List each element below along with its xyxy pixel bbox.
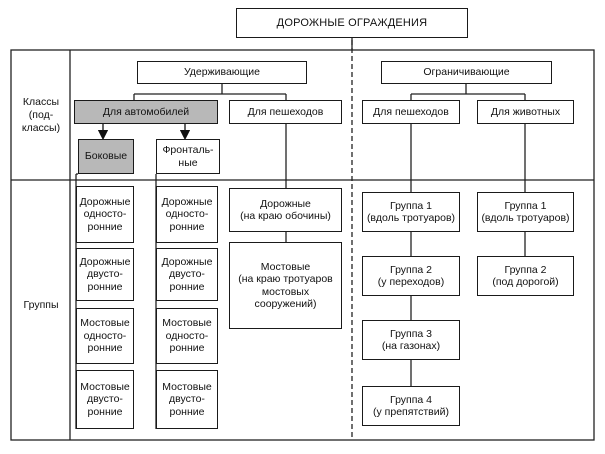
group-side-3: Мостовые односто- ронние xyxy=(76,308,134,364)
diagram-title: ДОРОЖНЫЕ ОГРАЖДЕНИЯ xyxy=(236,8,468,38)
group-frontal-1: Дорожные односто- ронние xyxy=(156,186,218,243)
subclass-for-cars: Для автомобилей xyxy=(74,100,218,124)
subclass-for-animals: Для животных xyxy=(477,100,574,124)
outer-frame xyxy=(10,49,595,441)
category-limiting: Ограничивающие xyxy=(381,61,552,84)
group-animals-1: Группа 1 (вдоль тротуаров) xyxy=(477,192,574,232)
category-restraining: Удерживающие xyxy=(137,61,307,84)
row-label-classes: Классы (под- классы) xyxy=(21,96,61,134)
group-frontal-3: Мостовые односто- ронние xyxy=(156,308,218,364)
group-animals-2: Группа 2 (под дорогой) xyxy=(477,256,574,296)
subclass-side: Боковые xyxy=(78,139,134,174)
group-frontal-2: Дорожные двусто- ронние xyxy=(156,248,218,301)
group-frontal-4: Мостовые двусто- ронние xyxy=(156,370,218,429)
group-pedestrians-restraining-1: Дорожные (на краю обочины) xyxy=(229,188,342,232)
group-side-2: Дорожные двусто- ронние xyxy=(76,248,134,301)
group-side-4: Мостовые двусто- ронние xyxy=(76,370,134,429)
group-pedestrians-limiting-3: Группа 3 (на газонах) xyxy=(362,320,460,360)
row-label-groups: Группы xyxy=(23,299,59,311)
group-pedestrians-limiting-4: Группа 4 (у препятствий) xyxy=(362,386,460,426)
group-pedestrians-limiting-2: Группа 2 (у переходов) xyxy=(362,256,460,296)
subclass-frontal: Фронталь- ные xyxy=(156,139,220,174)
subclass-for-pedestrians-limiting: Для пешеходов xyxy=(362,100,460,124)
group-pedestrians-limiting-1: Группа 1 (вдоль тротуаров) xyxy=(362,192,460,232)
group-pedestrians-restraining-2: Мостовые (на краю тротуаров мостовых соо… xyxy=(229,242,342,329)
subclass-for-pedestrians-restraining: Для пешеходов xyxy=(229,100,342,124)
group-side-1: Дорожные односто- ронние xyxy=(76,186,134,243)
